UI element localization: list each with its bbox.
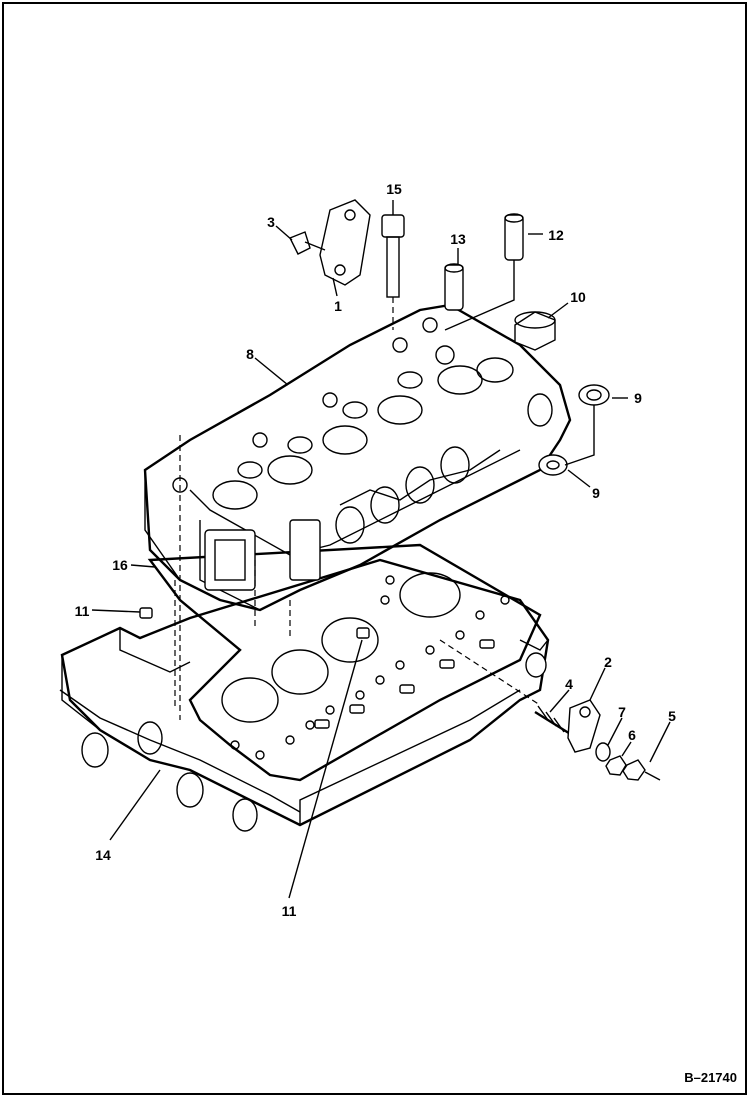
callout-2: 2	[604, 654, 612, 670]
cylinder-block	[59, 558, 550, 832]
callout-3: 3	[267, 214, 275, 230]
cylinder-head	[143, 303, 572, 612]
callout-13: 13	[450, 231, 466, 247]
callout-5: 5	[668, 708, 676, 724]
callout-12: 12	[548, 227, 564, 243]
callout-1: 1	[334, 298, 342, 314]
callout-9-lower: 9	[592, 485, 600, 501]
callout-7: 7	[618, 704, 626, 720]
callout-10: 10	[570, 289, 586, 305]
assembly-lines	[174, 435, 541, 720]
callout-15: 15	[386, 181, 402, 197]
callout-14: 14	[95, 847, 111, 863]
callout-6: 6	[628, 727, 636, 743]
head-gasket	[147, 543, 542, 782]
callout-8: 8	[246, 346, 254, 362]
small-parts	[139, 199, 661, 781]
callout-16: 16	[112, 557, 128, 573]
callout-9-upper: 9	[634, 390, 642, 406]
callout-11-left: 11	[74, 603, 90, 619]
callout-11-bottom: 11	[281, 903, 297, 919]
leader-lines	[91, 200, 671, 899]
figure-reference: B–21740	[684, 1070, 737, 1085]
callout-4: 4	[565, 676, 573, 692]
